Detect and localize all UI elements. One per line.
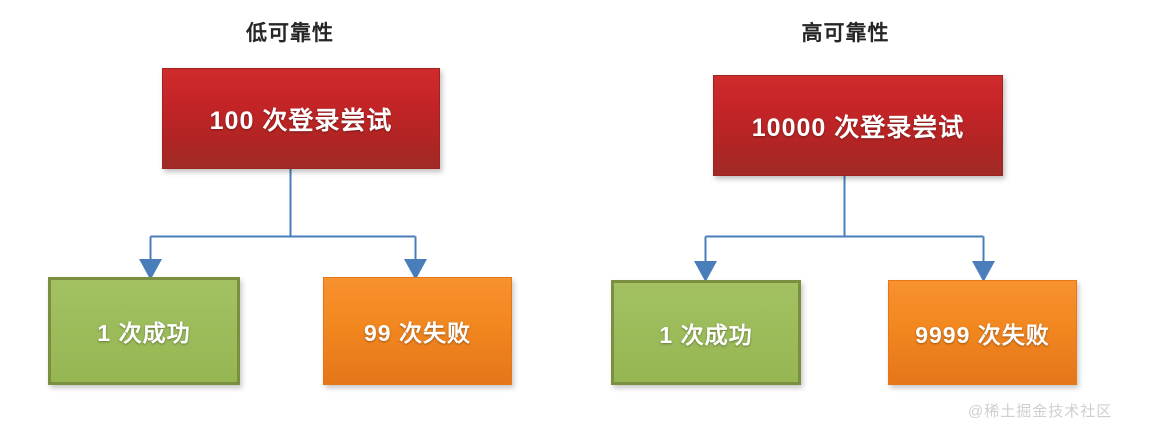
arrowhead-icon-right-green	[694, 261, 717, 282]
node-failure-label-high-reliability: 9999 次失败	[915, 321, 1050, 348]
node-root-low-reliability[interactable]: 100 次登录尝试	[162, 68, 440, 169]
node-root-label-high-reliability: 10000 次登录尝试	[751, 113, 965, 142]
node-root-high-reliability[interactable]: 10000 次登录尝试	[713, 75, 1003, 176]
connector-low-reliability	[139, 169, 427, 280]
node-success-label-low-reliability: 1 次成功	[97, 320, 191, 346]
node-success-high-reliability[interactable]: 1 次成功	[611, 280, 801, 385]
node-success-low-reliability[interactable]: 1 次成功	[48, 277, 240, 385]
node-failure-high-reliability[interactable]: 9999 次失败	[888, 280, 1077, 385]
group-title-low-reliability: 低可靠性	[246, 22, 334, 45]
node-failure-label-low-reliability: 99 次失败	[364, 320, 471, 346]
arrowhead-icon-right-orange	[972, 261, 995, 282]
watermark: @稀土掘金技术社区	[968, 403, 1113, 420]
connector-high-reliability	[694, 176, 995, 282]
group-title-high-reliability: 高可靠性	[801, 22, 890, 45]
node-root-label-low-reliability: 100 次登录尝试	[209, 106, 393, 135]
node-failure-low-reliability[interactable]: 99 次失败	[323, 277, 512, 385]
node-success-label-high-reliability: 1 次成功	[659, 321, 753, 348]
